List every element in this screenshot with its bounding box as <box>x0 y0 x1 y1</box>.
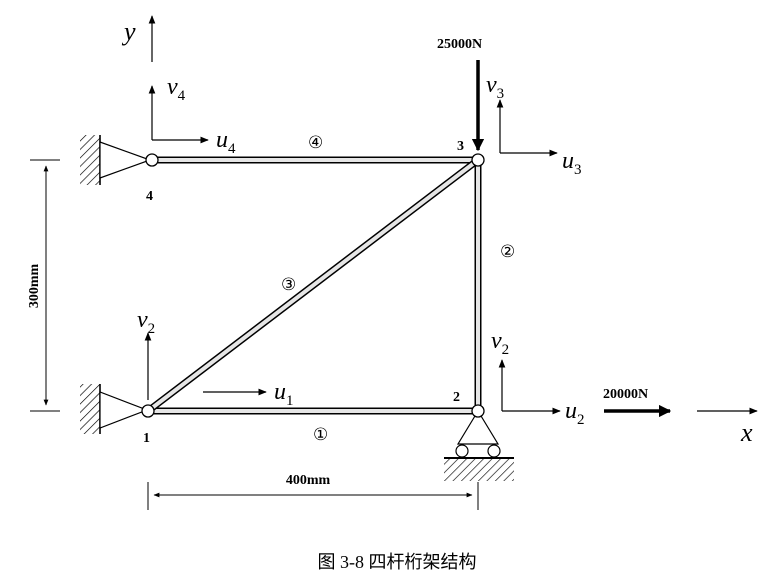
load-vertical-label: 25000N <box>437 37 482 52</box>
wall-hatch <box>80 135 100 185</box>
load-horizontal: 20000N <box>603 387 672 418</box>
node-1 <box>141 404 155 418</box>
roller-wheel-right <box>487 444 501 458</box>
load-vertical: 25000N <box>437 37 485 152</box>
u2-label: u2 <box>565 398 585 428</box>
dof-node-1: v2 u1 <box>137 307 294 409</box>
node-label-1: 1 <box>143 431 150 446</box>
dim-height-label: 300mm <box>27 264 42 309</box>
global-axes: y x <box>121 15 758 447</box>
pin-triangle <box>99 391 149 429</box>
node-2 <box>471 404 485 418</box>
nodes: 4 3 1 2 <box>141 139 485 446</box>
wall-hatch <box>80 384 100 434</box>
v2-label: v2 <box>491 328 509 358</box>
v3-label: v3 <box>486 72 504 102</box>
element-labels: ④ ② ③ ① <box>281 133 515 445</box>
dof-node-4: v4 u4 <box>148 74 236 157</box>
element-label-2: ② <box>500 242 515 262</box>
roller-support-node-2 <box>444 409 514 481</box>
u3-label: u3 <box>562 148 582 178</box>
dimension-height: 300mm <box>27 159 60 412</box>
u4-label: u4 <box>216 127 236 157</box>
element-label-3: ③ <box>281 275 296 295</box>
node-4 <box>145 153 159 167</box>
ground-hatch <box>444 459 514 481</box>
node-label-4: 4 <box>146 189 153 204</box>
figure-caption: 图 3-8 四杆桁架结构 <box>318 552 477 572</box>
dof-node-2: v2 u2 <box>491 328 585 428</box>
v4-label: v4 <box>167 74 186 104</box>
dof-node-3: v3 u3 <box>486 72 582 178</box>
v2-node1-label: v2 <box>137 307 155 337</box>
support-node-4 <box>80 135 152 185</box>
roller-triangle <box>456 409 500 445</box>
load-horizontal-label: 20000N <box>603 387 648 402</box>
node-3 <box>471 153 485 167</box>
element-label-4: ④ <box>308 133 323 153</box>
dim-width-label: 400mm <box>286 473 331 488</box>
member-3-inner <box>146 158 480 413</box>
y-axis-label: y <box>121 17 136 46</box>
element-label-1: ① <box>313 425 328 445</box>
roller-wheel-left <box>455 444 469 458</box>
members <box>145 156 482 415</box>
u1-label: u1 <box>274 379 294 409</box>
pin-triangle <box>99 141 152 179</box>
node-label-2: 2 <box>453 390 460 405</box>
dimension-width: 400mm <box>147 473 479 510</box>
x-axis-label: x <box>740 418 753 447</box>
node-label-3: 3 <box>457 139 464 154</box>
support-node-1 <box>80 384 149 434</box>
